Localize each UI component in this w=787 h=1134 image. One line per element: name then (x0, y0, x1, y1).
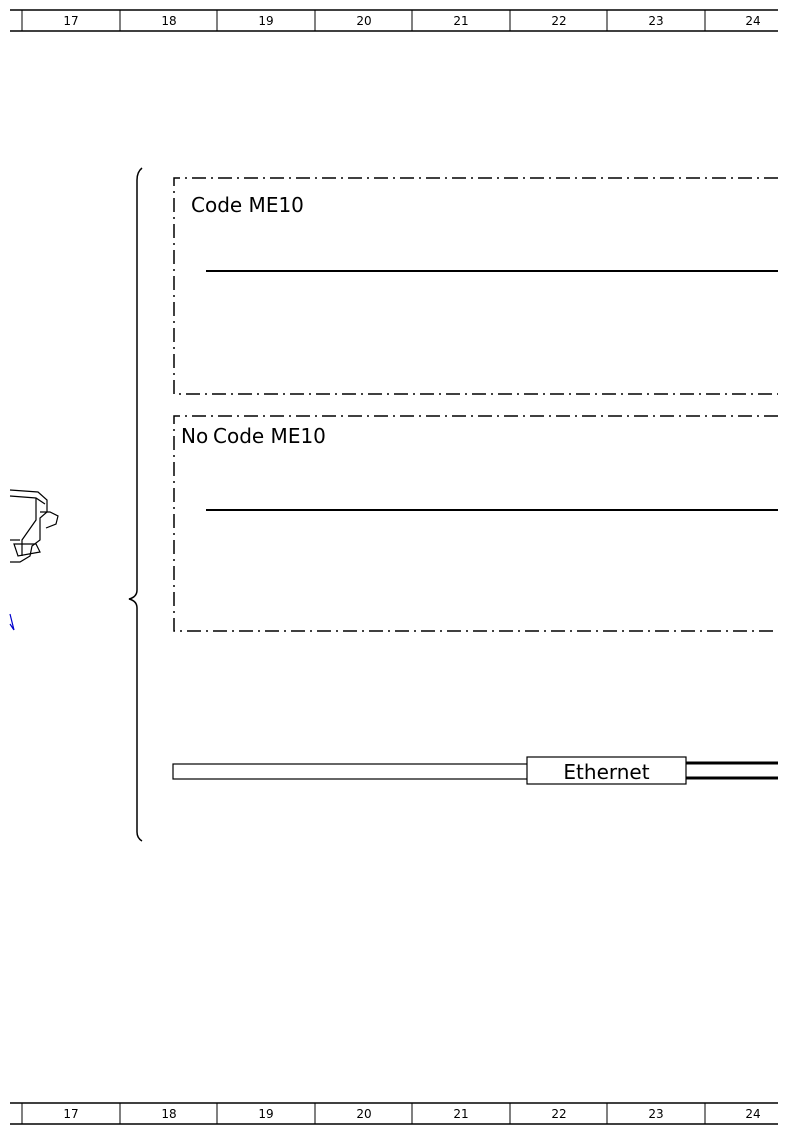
bottom-ruler: 17 18 19 20 21 22 23 24 (10, 1102, 778, 1125)
top-ruler-col-24: 24 (745, 14, 760, 28)
top-ruler-col-23: 23 (648, 14, 663, 28)
bottom-ruler-col-19: 19 (258, 1107, 273, 1121)
bottom-ruler-col-20: 20 (356, 1107, 371, 1121)
reference-arrow-icon (9, 613, 15, 631)
top-ruler: 17 18 19 20 21 22 23 24 (10, 9, 778, 32)
ethernet-cable: Ethernet (172, 756, 778, 785)
bottom-ruler-col-22: 22 (551, 1107, 566, 1121)
top-ruler-col-17: 17 (63, 14, 78, 28)
ethernet-label: Ethernet (563, 760, 649, 784)
top-ruler-col-20: 20 (356, 14, 371, 28)
code-me10-group: Code ME10 (173, 177, 778, 395)
bottom-ruler-col-23: 23 (648, 1107, 663, 1121)
top-ruler-col-22: 22 (551, 14, 566, 28)
ethernet-label-box (526, 756, 687, 785)
bottom-ruler-col-21: 21 (453, 1107, 468, 1121)
top-ruler-col-21: 21 (453, 14, 468, 28)
top-ruler-col-19: 19 (258, 14, 273, 28)
no-code-me10-group: No Code ME10 (173, 415, 778, 632)
bottom-ruler-col-17: 17 (63, 1107, 78, 1121)
no-code-me10-label-prefix: No (181, 424, 208, 448)
ethernet-cable-sheath (172, 763, 529, 780)
code-me10-label: Code ME10 (191, 193, 304, 217)
bottom-ruler-col-18: 18 (161, 1107, 176, 1121)
device-icon (9, 489, 59, 563)
top-ruler-col-18: 18 (161, 14, 176, 28)
no-code-me10-label: Code ME10 (213, 424, 326, 448)
bottom-ruler-col-24: 24 (745, 1107, 760, 1121)
group-brace (128, 167, 143, 842)
